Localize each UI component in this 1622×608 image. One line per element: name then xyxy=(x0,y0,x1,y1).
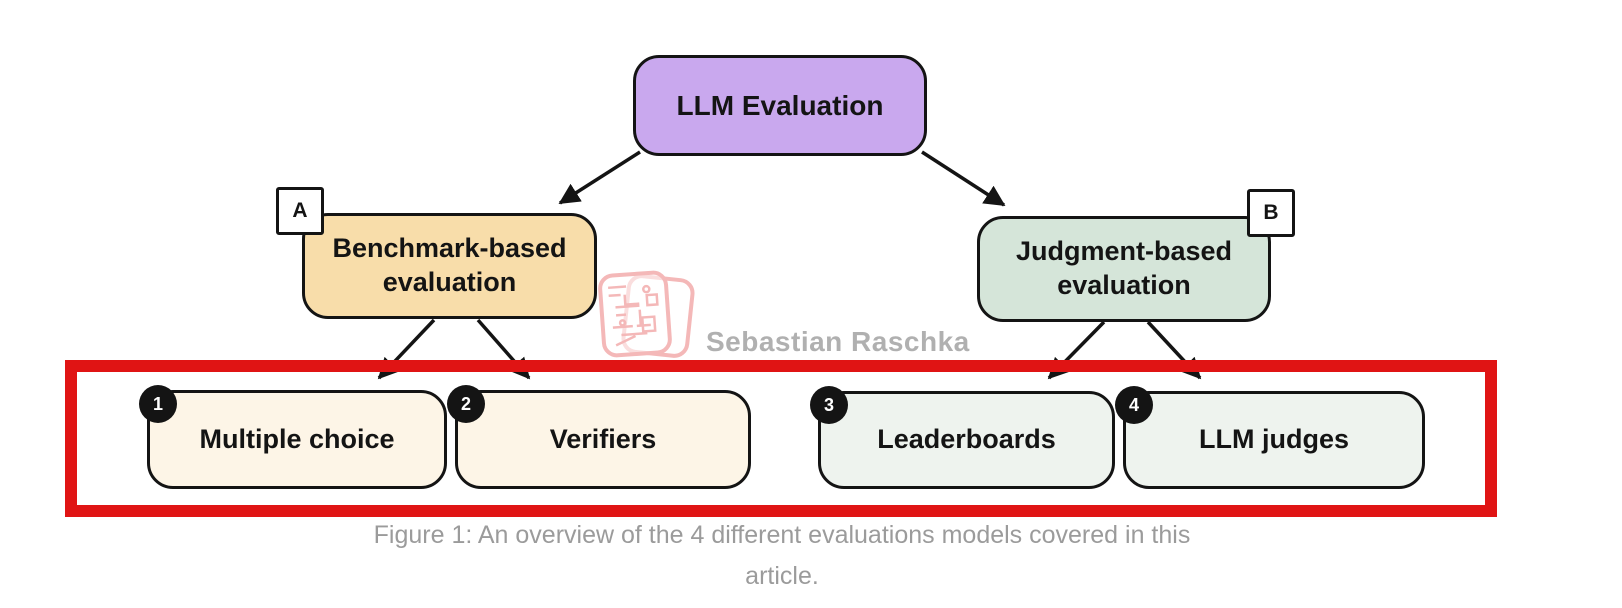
node-judgment-evaluation: Judgment-based evaluation xyxy=(977,216,1271,322)
node-label: LLM judges xyxy=(1199,424,1349,455)
number-badge: 2 xyxy=(447,385,485,423)
node-llm-evaluation: LLM Evaluation xyxy=(633,55,927,156)
node-llm-judges: 4 LLM judges xyxy=(1115,386,1425,489)
node-label: Benchmark-based evaluation xyxy=(332,233,567,297)
node-label: Judgment-based evaluation xyxy=(1015,236,1233,300)
node-label: Verifiers xyxy=(549,423,657,454)
caption-line-1: Figure 1: An overview of the 4 different… xyxy=(373,521,1191,549)
branch-tag-a: A xyxy=(276,187,324,235)
highlight-frame xyxy=(65,360,1497,517)
node-leaderboards: 3 Leaderboards xyxy=(810,386,1115,489)
number-badge: 4 xyxy=(1115,386,1153,424)
caption-line-2: article. xyxy=(745,562,819,590)
circuit-stamp-icon xyxy=(596,266,701,371)
node-verifiers: 2 Verifiers xyxy=(447,385,751,489)
node-multiple-choice: 1 Multiple choice xyxy=(139,385,447,489)
figure-caption: Figure 1: An overview of the 4 different… xyxy=(0,515,1564,597)
watermark-text: Sebastian Raschka xyxy=(706,326,970,357)
branch-tag-b: B xyxy=(1247,189,1295,237)
node-label: Leaderboards xyxy=(877,424,1056,455)
number-badge: 1 xyxy=(139,385,177,423)
node-benchmark-evaluation: Benchmark-based evaluation xyxy=(302,213,597,319)
number-badge: 3 xyxy=(810,386,848,424)
node-label: LLM Evaluation xyxy=(676,90,884,121)
node-label: Multiple choice xyxy=(199,423,395,454)
